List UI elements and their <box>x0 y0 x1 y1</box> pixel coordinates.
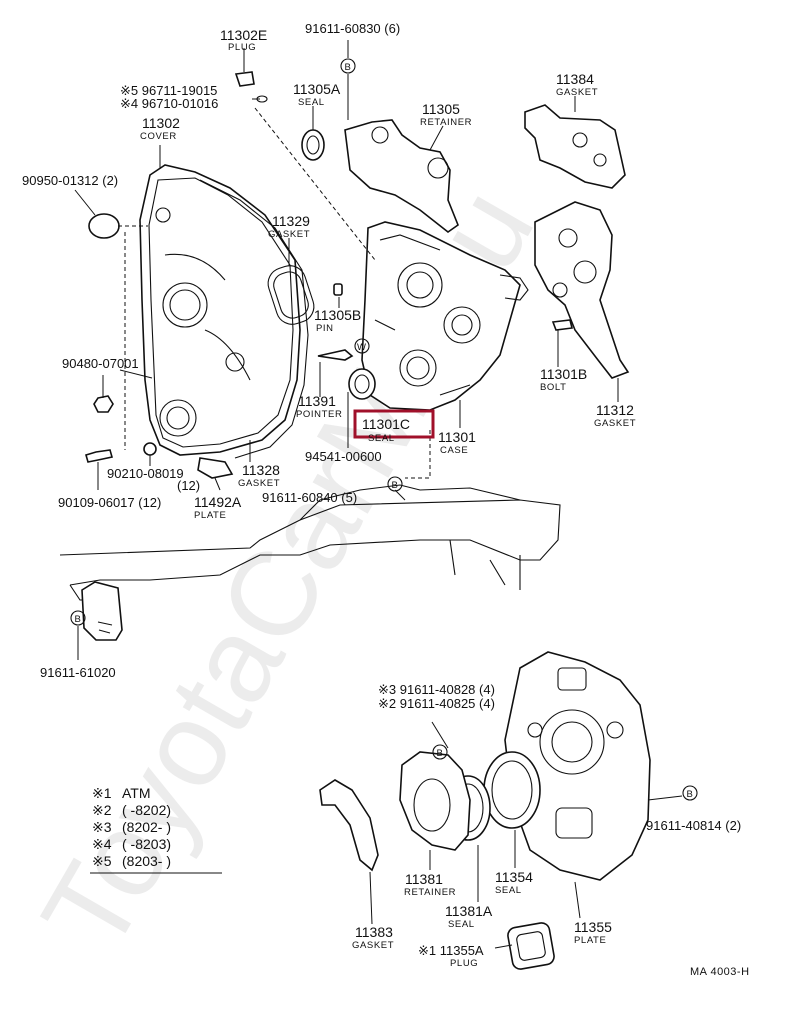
part-number[interactable]: 11355 <box>574 919 612 935</box>
part-name: SEAL <box>448 919 475 930</box>
part-number[interactable]: 11302E <box>220 27 267 43</box>
part-name: COVER <box>140 131 177 142</box>
cover-gasket <box>199 179 309 459</box>
part-number[interactable]: 91611-60830 (6) <box>305 21 400 36</box>
washer-90210 <box>143 442 157 456</box>
pointer-11391 <box>317 349 354 361</box>
retainer-11381 <box>399 751 471 851</box>
svg-text:B: B <box>75 614 82 625</box>
part-name: PLATE <box>194 510 226 521</box>
part-number[interactable]: 90210-08019 <box>107 466 184 481</box>
legend-text: ( -8203) <box>122 836 171 852</box>
bolt-badges: B B B B B W <box>70 58 698 801</box>
part-number[interactable]: 94541-00600 <box>305 449 382 464</box>
part-number[interactable]: ※4 96710-01016 <box>120 96 218 111</box>
svg-text:B: B <box>437 748 444 759</box>
part-name: RETAINER <box>420 117 472 128</box>
part-name: POINTER <box>296 409 342 420</box>
legend: ※1 ATM ※2 ( -8202) ※3 (8202- ) ※4 ( -820… <box>90 785 222 874</box>
part-number[interactable]: 11312 <box>596 402 634 418</box>
part-number[interactable]: 90109-06017 (12) <box>58 495 161 510</box>
diagram-code: MA 4003-H <box>690 966 750 978</box>
part-number[interactable]: 90480-07001 <box>62 356 139 371</box>
part-number[interactable]: 11301B <box>540 366 587 382</box>
seal-11301C <box>348 368 376 400</box>
part-name: GASKET <box>594 418 636 429</box>
part-number[interactable]: 11305A <box>293 81 341 97</box>
svg-text:W: W <box>357 342 367 353</box>
part-number[interactable]: ※1 11355A <box>418 943 484 958</box>
part-name: PIN <box>316 323 334 334</box>
legend-mark: ※2 <box>92 802 112 818</box>
part-number[interactable]: ※5 96711-19015 <box>120 83 217 98</box>
part-number[interactable]: 11328 <box>242 462 280 478</box>
part-number[interactable]: ※2 91611-40825 (4) <box>378 696 495 711</box>
part-number-highlighted[interactable]: 11301C <box>362 416 410 432</box>
part-name: SEAL <box>298 97 325 108</box>
part-number[interactable]: 11381 <box>405 871 443 887</box>
legend-mark: ※1 <box>92 785 112 801</box>
part-number[interactable]: 11383 <box>355 924 393 940</box>
part-number[interactable]: 91611-60840 (5) <box>262 490 357 505</box>
bracket-shape <box>81 581 123 641</box>
part-number[interactable]: 90950-01312 (2) <box>22 173 118 188</box>
part-name: PLUG <box>228 42 256 53</box>
part-name: SEAL <box>368 433 395 444</box>
part-name: RETAINER <box>404 887 456 898</box>
engine-block-outline <box>59 484 561 601</box>
nut-90480 <box>93 395 114 413</box>
part-name: BOLT <box>540 382 567 393</box>
part-name: SEAL <box>495 885 522 896</box>
legend-text: (8202- ) <box>122 819 171 835</box>
leader-lines <box>74 40 683 949</box>
part-number[interactable]: 11492A <box>194 494 242 510</box>
part-number[interactable]: 11354 <box>495 869 533 885</box>
legend-text: ( -8202) <box>122 802 171 818</box>
part-name: GASKET <box>268 229 310 240</box>
timing-cover[interactable] <box>139 164 301 456</box>
part-number[interactable]: 11305B <box>314 307 361 323</box>
plug-11302E <box>234 71 255 87</box>
legend-mark: ※5 <box>92 853 112 869</box>
svg-text:B: B <box>687 789 694 800</box>
part-name: GASKET <box>556 87 598 98</box>
part-number[interactable]: ※3 91611-40828 (4) <box>378 682 495 697</box>
gasket-11329-shape <box>267 265 315 325</box>
part-name: GASKET <box>352 940 394 951</box>
part-number[interactable]: 11391 <box>298 393 336 409</box>
part-number[interactable]: 91611-40814 (2) <box>646 818 741 833</box>
retainer-11305 <box>344 119 459 233</box>
part-number[interactable]: 91611-61020 <box>40 665 116 680</box>
pin-11305B <box>333 283 343 296</box>
part-name: PLATE <box>574 935 606 946</box>
legend-mark: ※4 <box>92 836 112 852</box>
highlight-box <box>353 409 435 439</box>
seal-11305A <box>301 129 325 161</box>
gasket-11312-shape <box>534 201 630 379</box>
legend-text: (8203- ) <box>122 853 171 869</box>
svg-text:B: B <box>392 480 399 491</box>
part-number[interactable]: 11305 <box>422 101 460 117</box>
part-name: GASKET <box>238 478 280 489</box>
part-name: CASE <box>440 445 468 456</box>
bolt-90109 <box>85 449 114 463</box>
legend-text: ATM <box>122 785 151 801</box>
part-labels: 11302E PLUG 91611-60830 (6) 11305A SEAL … <box>22 21 741 969</box>
legend-mark: ※3 <box>92 819 112 835</box>
part-name: PLUG <box>450 958 478 969</box>
part-number[interactable]: 11381A <box>445 903 493 919</box>
part-number[interactable]: 11301 <box>438 429 476 445</box>
svg-text:B: B <box>345 62 352 73</box>
bolt-11301B <box>551 319 573 331</box>
plug-11355A <box>507 922 555 970</box>
part-number[interactable]: 11384 <box>556 71 594 87</box>
plate-11492A <box>197 457 234 479</box>
part-number[interactable]: 11302 <box>142 115 180 131</box>
part-number[interactable]: 11329 <box>272 213 310 229</box>
plug-90950 <box>88 213 120 239</box>
part-number[interactable]: (12) <box>177 478 200 493</box>
gasket-11383-shape <box>319 779 379 872</box>
gasket-11384-shape <box>524 104 626 189</box>
